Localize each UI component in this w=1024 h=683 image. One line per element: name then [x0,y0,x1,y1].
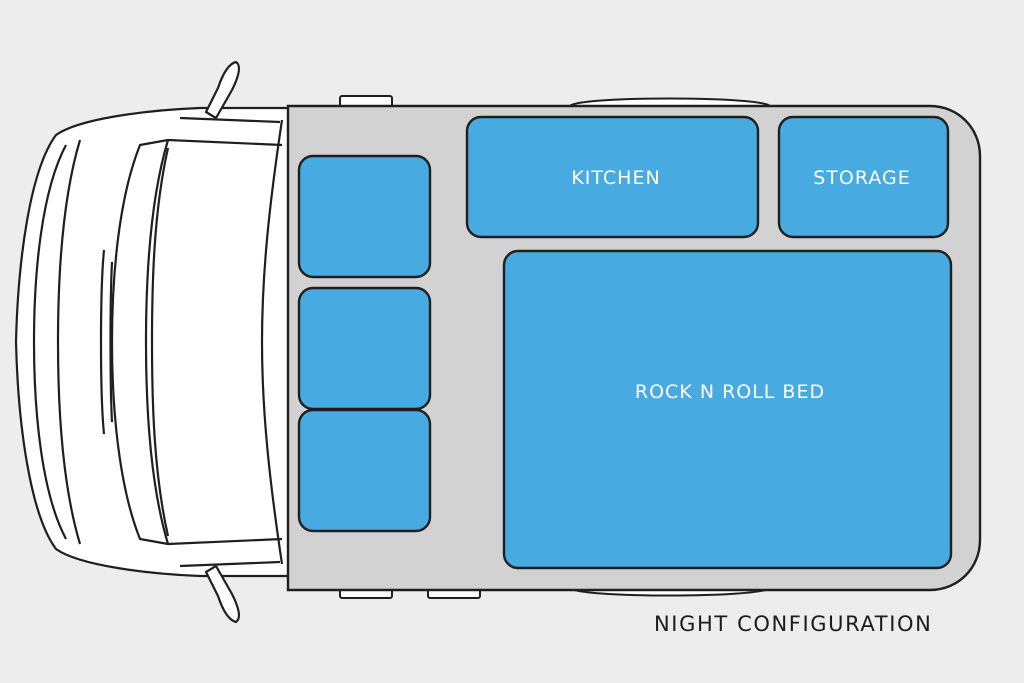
bed-zone [502,249,953,570]
seat-block-top [297,154,432,279]
bed-label: ROCK N ROLL BED [635,381,825,403]
kitchen-label: KITCHEN [571,167,660,189]
seat-block-bottom [297,408,432,533]
seat-block-middle [297,286,432,411]
storage-label: STORAGE [813,167,910,189]
configuration-caption: NIGHT CONFIGURATION [654,612,933,636]
storage-zone [777,115,950,239]
kitchen-zone [465,115,760,239]
van-cab [14,60,292,624]
